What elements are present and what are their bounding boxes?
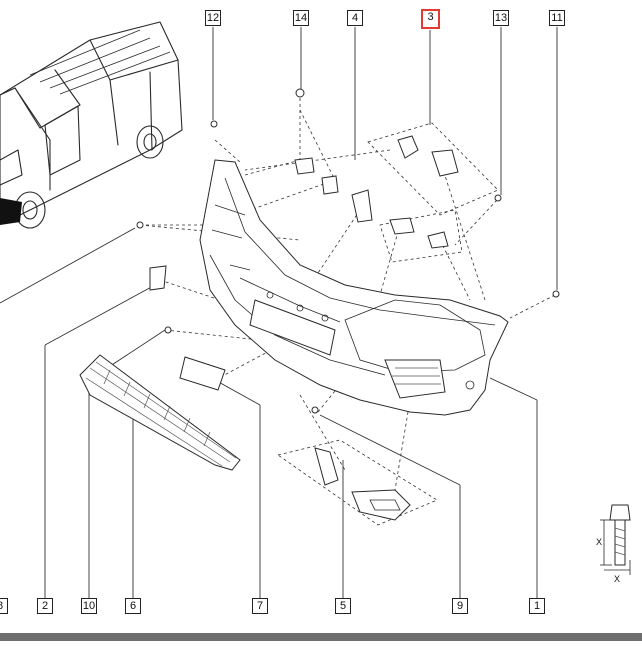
callout-12[interactable]: 12 [205, 10, 221, 26]
fasteners [136, 88, 560, 414]
callout-6[interactable]: 6 [125, 598, 141, 614]
callout-11[interactable]: 11 [549, 10, 565, 26]
callout-13[interactable]: 13 [493, 10, 509, 26]
mounting-brackets [149, 135, 459, 391]
callout-14[interactable]: 14 [293, 10, 309, 26]
fog-lamp-trims [314, 447, 411, 521]
callout-8[interactable]: 8 [0, 598, 8, 614]
callout-1[interactable]: 1 [529, 598, 545, 614]
callout-10[interactable]: 10 [81, 598, 97, 614]
callout-5[interactable]: 5 [335, 598, 351, 614]
dim-label-x-bottom: X [614, 574, 620, 584]
callout-2[interactable]: 2 [37, 598, 53, 614]
callout-7[interactable]: 7 [252, 598, 268, 614]
bottom-edge-bar [0, 633, 642, 641]
screw-dimension-legend: X X [596, 504, 631, 584]
dim-label-x-top: X [596, 537, 602, 547]
callout-3-highlighted[interactable]: 3 [421, 9, 440, 29]
kit-outline-boxes [277, 122, 499, 526]
lower-grille [79, 354, 241, 471]
callout-4[interactable]: 4 [347, 10, 363, 26]
callout-9[interactable]: 9 [452, 598, 468, 614]
van-illustration [0, 21, 183, 229]
bumper-main [199, 159, 509, 416]
